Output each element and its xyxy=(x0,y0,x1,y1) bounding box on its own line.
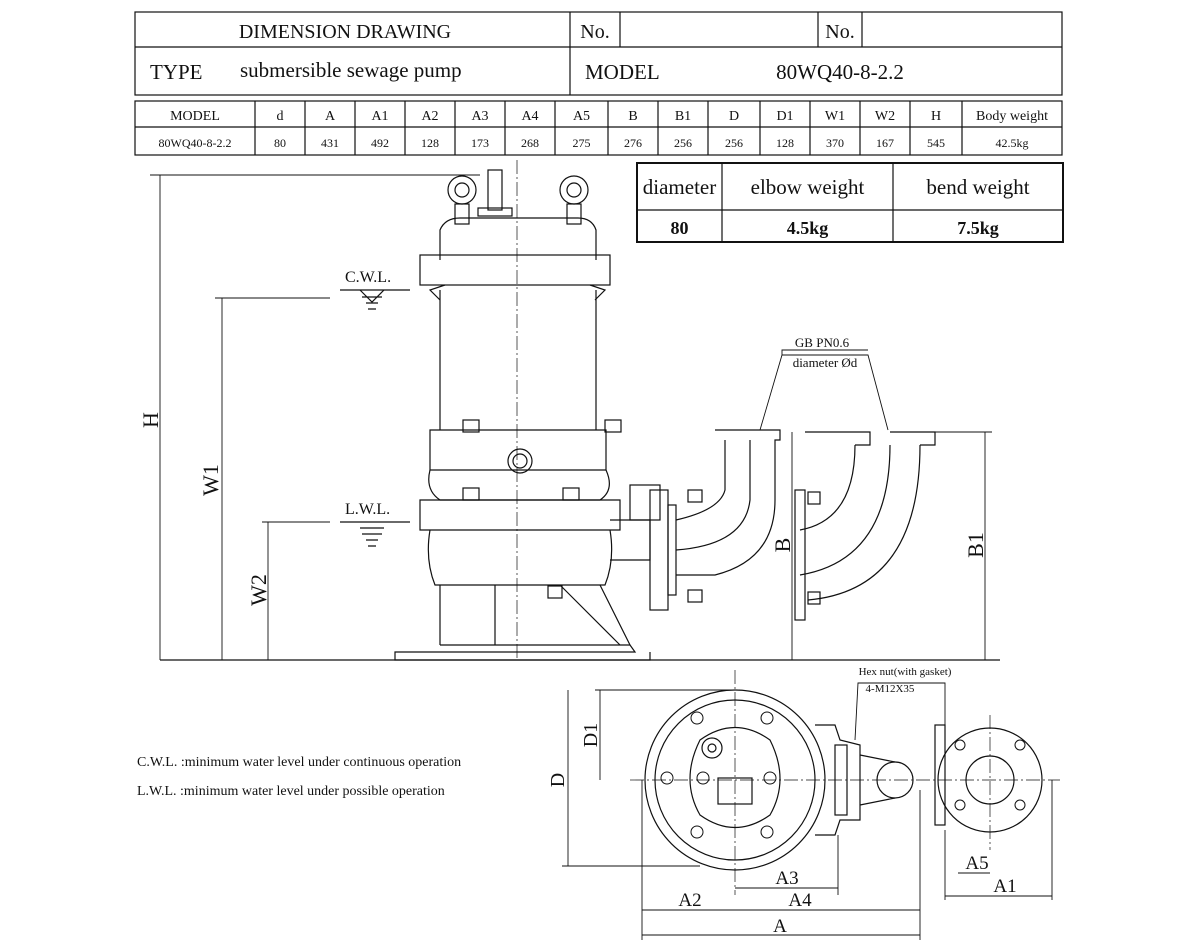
spec-header-cell: B1 xyxy=(675,109,691,124)
dim-W2-label: W2 xyxy=(246,574,271,606)
dim-D1-label: D1 xyxy=(580,723,602,747)
table-border xyxy=(134,100,1063,156)
spec-value-cell: 370 xyxy=(826,136,844,150)
spec-value-cell: 256 xyxy=(725,136,743,150)
hex-nut-label: Hex nut(with gasket) xyxy=(859,666,952,678)
spec-header-cell: H xyxy=(931,109,941,124)
spec-header-cell: MODEL xyxy=(170,109,220,124)
weight-header-cell: bend weight xyxy=(926,175,1029,199)
spec-header-cell: d xyxy=(277,109,284,124)
dim-W1-label: W1 xyxy=(198,464,223,496)
spec-value-cell: 276 xyxy=(624,136,642,150)
cwl-label: C.W.L. xyxy=(345,269,391,286)
spec-value-cell: 167 xyxy=(876,136,894,150)
spec-header-cell: A3 xyxy=(471,109,488,124)
spec-value-cell: 173 xyxy=(471,136,489,150)
weight-table: diameter 80 elbow weight 4.5kg bend weight 7.… xyxy=(636,162,1064,243)
dim-A-label: A xyxy=(773,916,787,937)
dim-A3-label: A3 xyxy=(775,868,798,889)
spec-header-cell: W2 xyxy=(875,109,895,124)
spec-header-cell: B xyxy=(628,109,637,124)
type-label: TYPE xyxy=(150,60,203,84)
no-label: No. xyxy=(580,21,609,43)
lwl-label: L.W.L. xyxy=(345,501,390,518)
type-value: submersible sewage pump xyxy=(240,58,462,82)
cwl-symbol xyxy=(340,289,410,310)
spec-value-cell: 80 xyxy=(274,136,286,150)
lwl-note: L.W.L. :minimum water level under possib… xyxy=(137,784,445,799)
dim-B1-label: B1 xyxy=(963,532,988,558)
spec-value-cell: 128 xyxy=(776,136,794,150)
spec-header-cell: A2 xyxy=(421,109,438,124)
drawing-title: DIMENSION DRAWING xyxy=(239,21,451,43)
dim-H-label: H xyxy=(138,412,163,428)
spec-header-cell: D1 xyxy=(776,109,793,124)
pump-plan-view: Hex nut(with gasket) 4-M12X35 D1 D A3 A2… xyxy=(547,666,1060,940)
spec-header-cell: Body weight xyxy=(976,109,1048,124)
spec-header-cell: A5 xyxy=(573,109,590,124)
spec-header-cell: A4 xyxy=(521,109,538,124)
cwl-note: C.W.L. :minimum water level under contin… xyxy=(137,755,461,770)
dim-A2-label: A2 xyxy=(678,890,701,911)
title-block: DIMENSION DRAWING No. No. TYPE submersib… xyxy=(134,11,1063,96)
lwl-symbol xyxy=(340,521,410,547)
dim-B-label: B xyxy=(770,538,795,553)
model-value: 80WQ40-8-2.2 xyxy=(776,60,904,84)
spec-value-cell: 431 xyxy=(321,136,339,150)
table-border xyxy=(636,162,1064,243)
spec-value-cell: 268 xyxy=(521,136,539,150)
spec-value-cell: 42.5kg xyxy=(996,136,1029,150)
spec-header-cell: W1 xyxy=(825,109,845,124)
model-label: MODEL xyxy=(585,60,660,84)
weight-value-cell: 7.5kg xyxy=(957,218,999,238)
spec-value-cell: 256 xyxy=(674,136,692,150)
weight-header-cell: elbow weight xyxy=(751,175,865,199)
spec-header-cell: A xyxy=(325,109,336,124)
flange-standard: GB PN0.6 xyxy=(795,335,850,350)
spec-value-cell: 80WQ40-8-2.2 xyxy=(159,136,232,150)
flange-diameter: diameter Ød xyxy=(793,355,858,370)
pump-side-view: C.W.L. L.W.L. H W1 W2 B B1 GB PN0.6 diam… xyxy=(138,160,1000,661)
no-label: No. xyxy=(825,21,854,43)
dim-A5-label: A5 xyxy=(965,853,988,874)
spec-value-cell: 545 xyxy=(927,136,945,150)
bolt-spec-label: 4-M12X35 xyxy=(866,683,915,695)
weight-header-cell: diameter xyxy=(643,175,716,199)
spec-value-cell: 275 xyxy=(573,136,591,150)
spec-value-cell: 128 xyxy=(421,136,439,150)
weight-value-cell: 80 xyxy=(671,218,689,238)
dim-A4-label: A4 xyxy=(788,890,812,911)
dim-D-label: D xyxy=(547,773,569,787)
spec-table: MODEL 80WQ40-8-2.2 d 80 A 431 A1 492 A2 128 A3 173 A… xyxy=(134,100,1063,156)
spec-header-cell: D xyxy=(729,109,739,124)
spec-value-cell: 492 xyxy=(371,136,389,150)
weight-value-cell: 4.5kg xyxy=(787,218,829,238)
spec-header-cell: A1 xyxy=(371,109,388,124)
dim-A1-label: A1 xyxy=(993,876,1016,897)
